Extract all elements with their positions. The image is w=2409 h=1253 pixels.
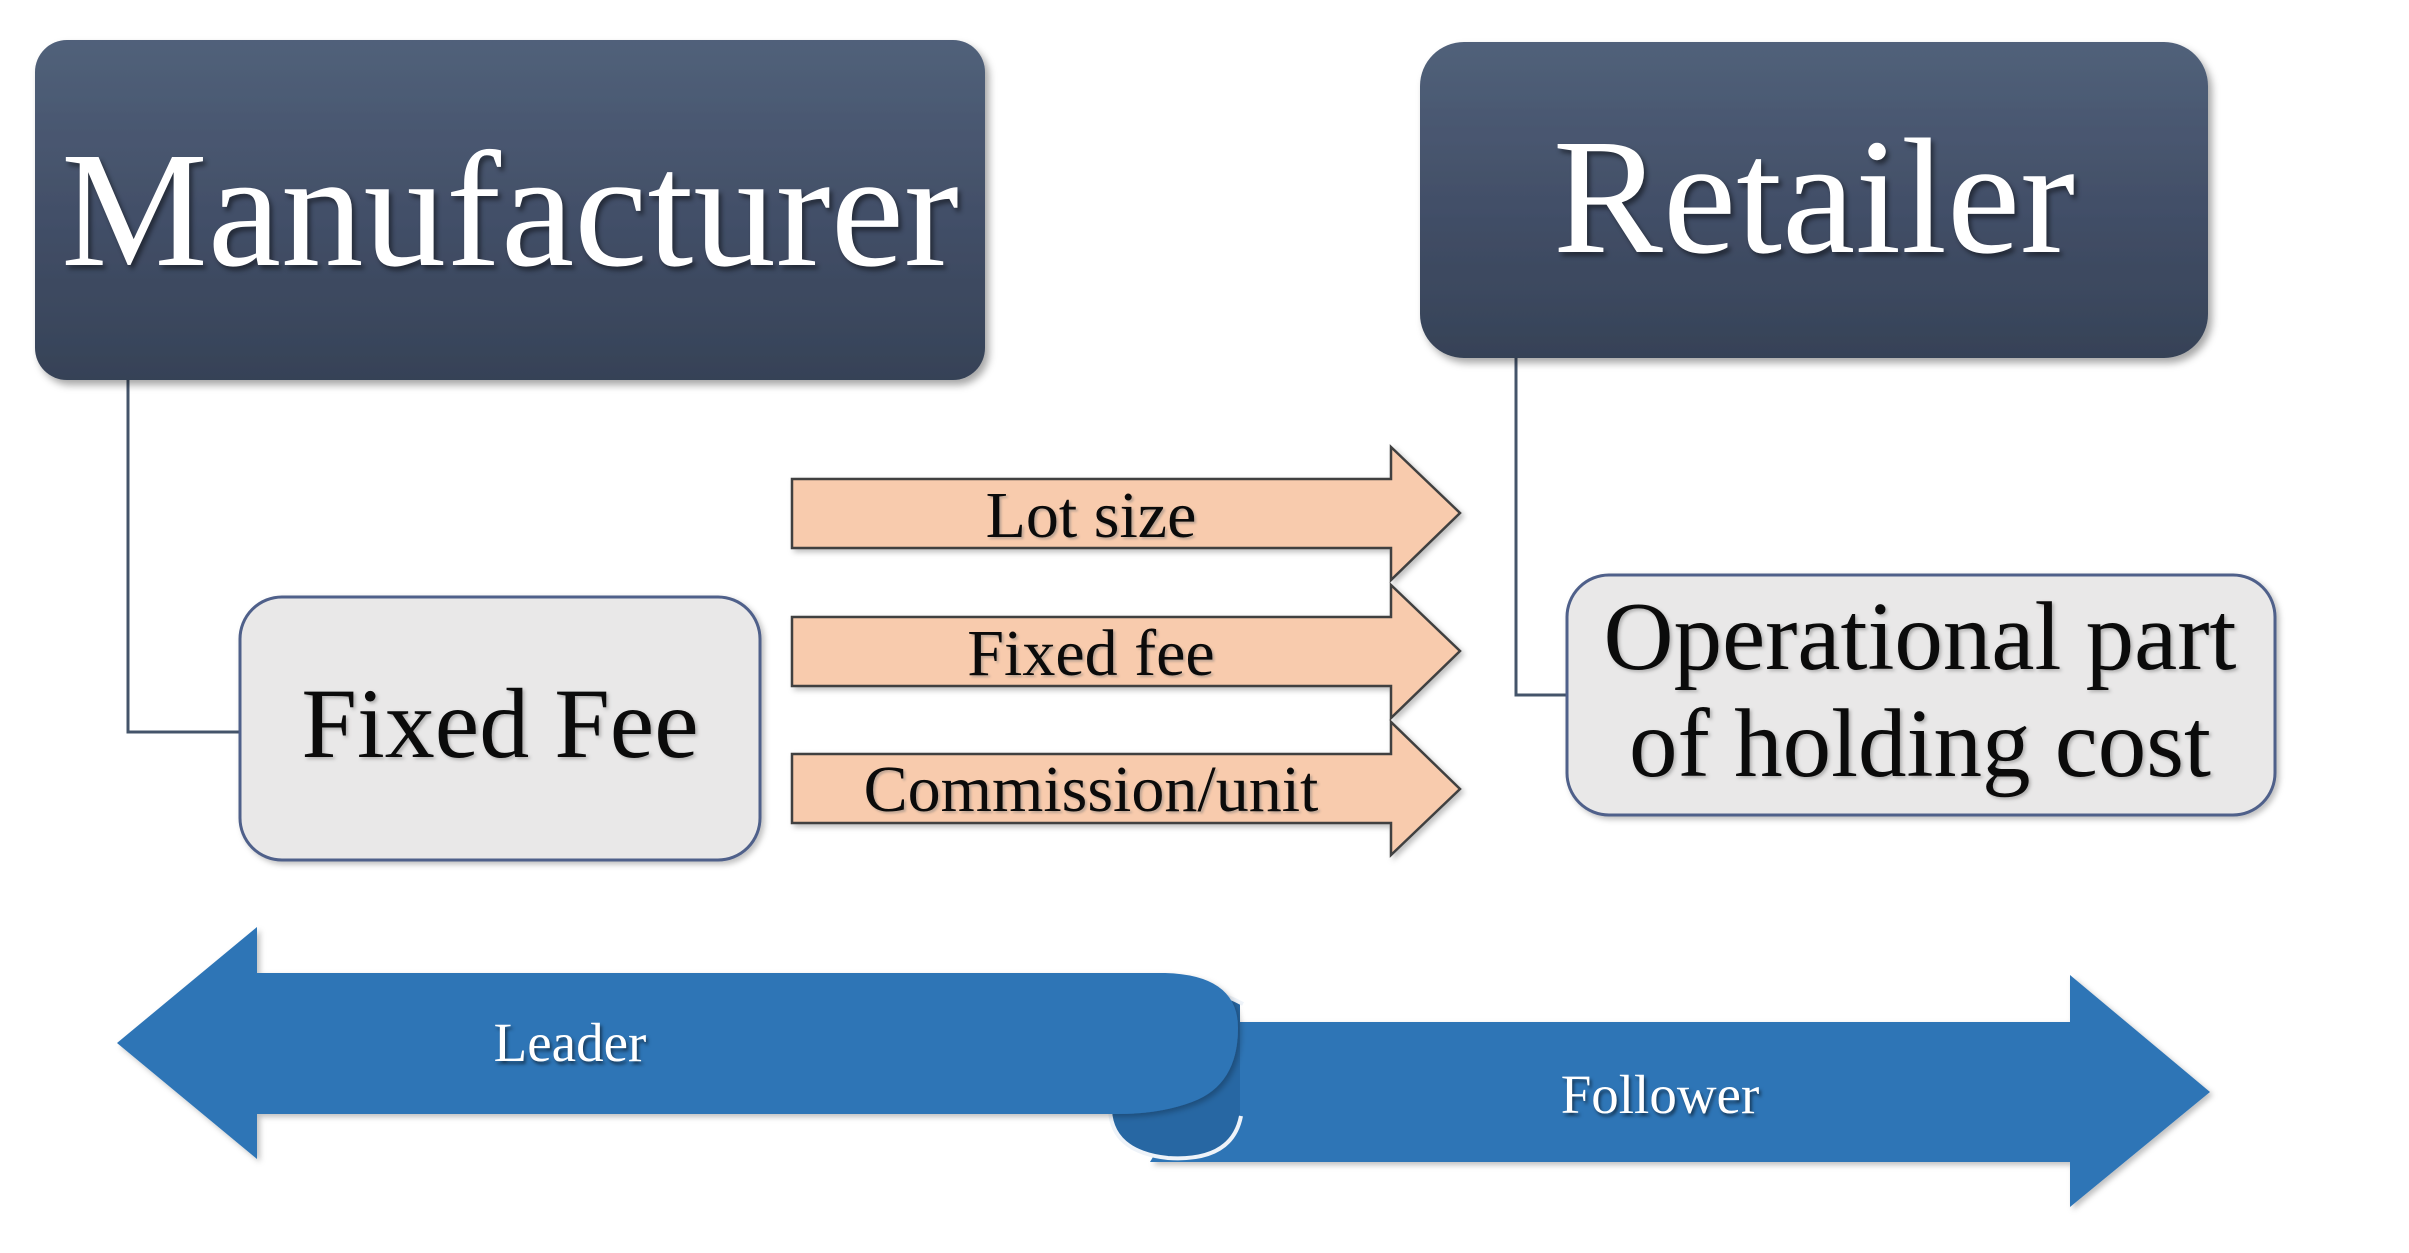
- leader-label: Leader: [494, 1012, 647, 1073]
- follower-label: Follower: [1561, 1064, 1760, 1125]
- holding-cost-node: Operational part of holding cost: [1565, 573, 2277, 817]
- lot-size-label: Lot size: [986, 479, 1197, 552]
- holding-cost-label-line1: Operational part: [1604, 583, 2237, 690]
- commission-label: Commission/unit: [864, 753, 1319, 826]
- manufacturer-box: [35, 40, 985, 380]
- fixed-fee-box: [238, 595, 762, 862]
- follower-band-shape: [1150, 975, 2210, 1207]
- lot-size-arrow-shape: [790, 444, 1462, 583]
- fixed-fee-arrow-shape: [790, 582, 1462, 721]
- fixed-fee-node: Fixed Fee: [238, 595, 762, 862]
- commission-arrow-shape: [790, 719, 1462, 858]
- connector-retailer-holdingcost: [1514, 358, 1567, 697]
- holding-cost-box: [1565, 573, 2277, 817]
- ribbon-fold-highlight-bottom: [1108, 1109, 1243, 1161]
- retailer-node: Retailer: [1420, 42, 2208, 358]
- fixed-fee-label: Fixed Fee: [301, 668, 698, 779]
- flow-arrow-commission: Commission/unit: [790, 719, 1462, 858]
- retailer-box: [1420, 42, 2208, 358]
- manufacturer-label: Manufacturer: [61, 118, 959, 301]
- holding-cost-label-line2: of holding cost: [1629, 690, 2211, 797]
- flow-arrow-lot-size: Lot size: [790, 444, 1462, 583]
- leader-band-shape: [117, 927, 1238, 1159]
- retailer-label: Retailer: [1553, 105, 2075, 288]
- manufacturer-node: Manufacturer: [35, 40, 985, 380]
- fixed-fee-flow-label: Fixed fee: [967, 617, 1214, 690]
- connector-manufacturer-fixedfee: [126, 380, 240, 734]
- leader-follower-ribbon: Leader Follower: [117, 927, 2210, 1207]
- flow-arrow-fixed-fee: Fixed fee: [790, 582, 1462, 721]
